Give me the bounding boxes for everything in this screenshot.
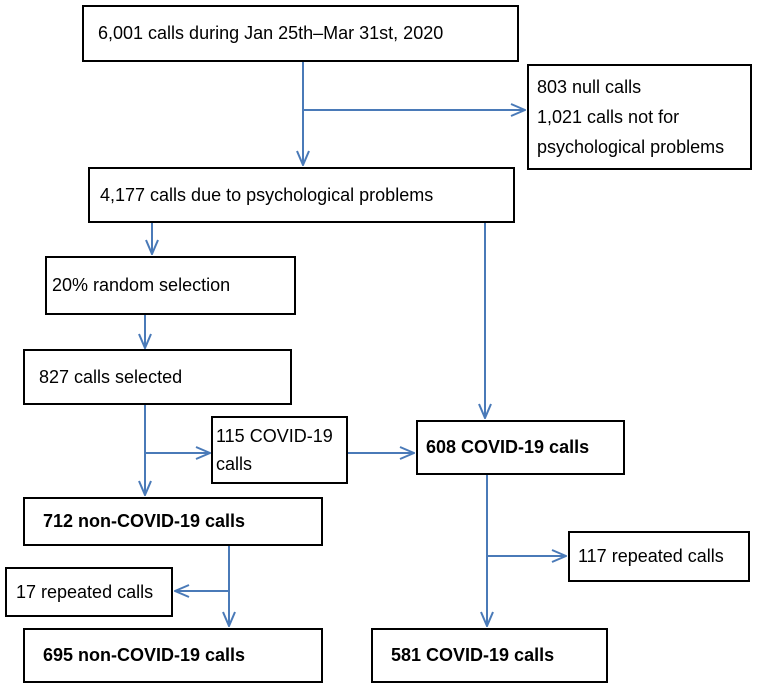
excluded-line-psych: psychological problems <box>537 137 725 157</box>
covid-total-box: 608 COVID-19 calls <box>416 420 625 475</box>
repeated-right-box: 117 repeated calls <box>568 531 750 582</box>
non-covid-box: 712 non-COVID-19 calls <box>23 497 323 546</box>
repeated-right-text: 117 repeated calls <box>578 546 724 566</box>
excluded-calls-box: 803 null calls 1,021 calls not for psych… <box>527 64 752 170</box>
non-covid-final-text: 695 non-COVID-19 calls <box>43 645 246 665</box>
selected-calls-text: 827 calls selected <box>39 366 183 387</box>
covid-sub-box: 115 COVID-19 calls <box>211 416 348 484</box>
covid-final-text: 581 COVID-19 calls <box>391 645 555 665</box>
covid-total-text: 608 COVID-19 calls <box>426 437 590 457</box>
non-covid-text: 712 non-COVID-19 calls <box>43 511 246 531</box>
repeated-left-text: 17 repeated calls <box>16 581 154 602</box>
non-covid-final-box: 695 non-COVID-19 calls <box>23 628 323 683</box>
covid-final-box: 581 COVID-19 calls <box>371 628 608 683</box>
random-selection-box: 20% random selection <box>45 256 296 315</box>
selected-calls-box: 827 calls selected <box>23 349 292 405</box>
total-calls-box: 6,001 calls during Jan 25th–Mar 31st, 20… <box>82 5 519 62</box>
repeated-left-box: 17 repeated calls <box>5 567 173 617</box>
psych-calls-text: 4,177 calls due to psychological problem… <box>100 184 434 205</box>
excluded-line-not-for: 1,021 calls not for <box>537 107 680 127</box>
psych-calls-box: 4,177 calls due to psychological problem… <box>88 167 515 223</box>
total-calls-text: 6,001 calls during Jan 25th–Mar 31st, 20… <box>98 23 444 43</box>
covid-sub-line-2: calls <box>216 454 253 474</box>
excluded-line-null: 803 null calls <box>537 77 642 97</box>
covid-sub-line-1: 115 COVID-19 <box>216 426 333 446</box>
random-selection-text: 20% random selection <box>52 275 231 295</box>
